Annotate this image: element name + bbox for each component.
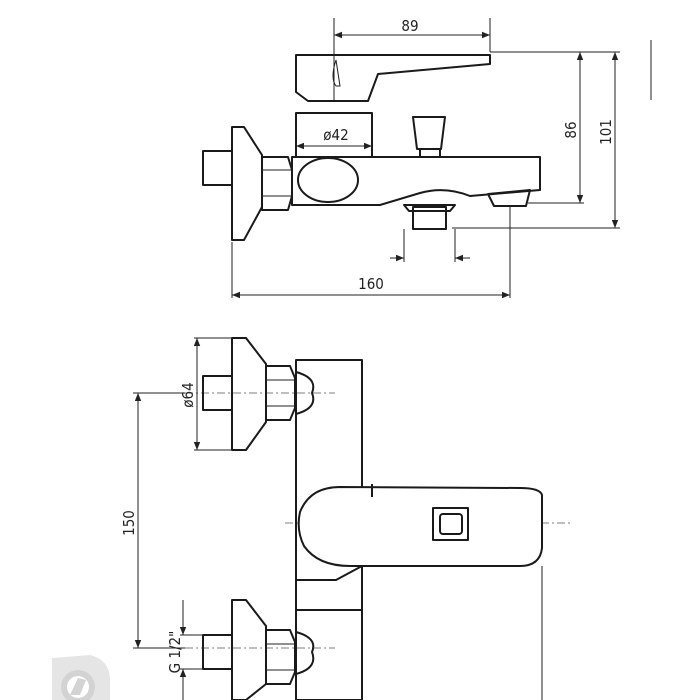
front-inlet-lower	[202, 634, 233, 670]
side-inlet-stub	[202, 150, 233, 186]
front-escutcheon-lower	[231, 599, 267, 700]
side-mixer-body	[291, 156, 541, 206]
dim-center-distance: 150	[120, 510, 138, 536]
front-diverter-knob	[432, 507, 469, 541]
dim-total-length: 160	[358, 275, 384, 293]
front-view: ø64 150 G 1/2"	[120, 337, 570, 700]
front-escutcheon-upper	[231, 337, 267, 451]
side-diverter-knob	[412, 116, 446, 150]
front-mixer-body	[295, 359, 363, 700]
dim-height-total: 101	[597, 119, 615, 145]
front-inlet-upper	[202, 375, 233, 411]
brand-logo-watermark-icon	[52, 655, 110, 700]
side-view: 89 ø42 86 101 160	[202, 17, 652, 299]
side-cartridge-housing	[295, 112, 373, 158]
side-escutcheon	[231, 126, 263, 241]
dim-handle-length: 89	[401, 17, 418, 35]
front-hex-nut-lower	[265, 629, 296, 685]
side-hex-nut	[261, 156, 293, 211]
dim-thread: G 1/2"	[166, 631, 184, 674]
dim-height-spout: 86	[562, 121, 580, 138]
side-bottom-outlet	[412, 206, 447, 230]
side-lever-handle	[295, 54, 491, 102]
dim-body-diameter: ø42	[323, 126, 348, 144]
dim-escutcheon-diameter: ø64	[179, 382, 197, 407]
side-spout-tip	[487, 189, 531, 207]
side-body-oval	[297, 157, 359, 203]
side-diverter-stem	[419, 148, 441, 158]
front-spout	[297, 486, 543, 567]
